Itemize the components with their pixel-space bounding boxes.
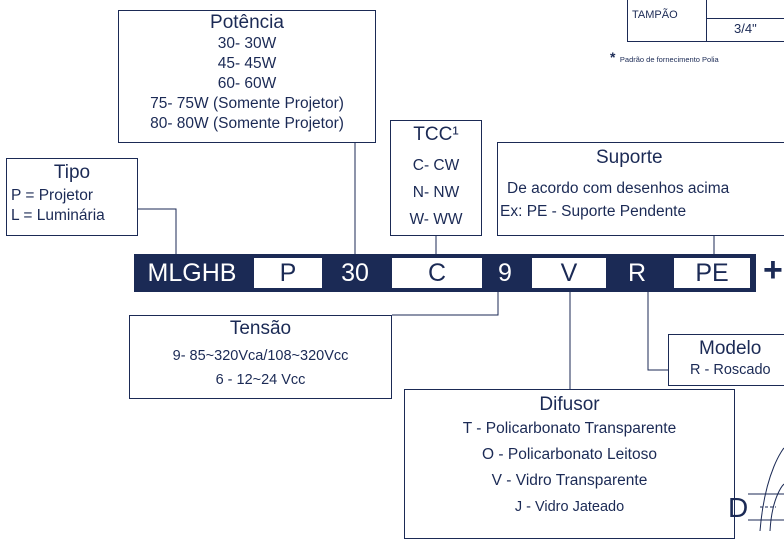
tipo-item: P = Projetor	[11, 187, 93, 204]
dimension-table-fragment: TAMPÃO 3/4"	[627, 0, 784, 42]
footnote: * Padrão de fornecimento Polia	[610, 49, 719, 67]
suporte-title: Suporte	[596, 147, 663, 168]
tensao-item: 9- 85~320Vca/108~320Vcc	[172, 348, 349, 364]
difusor-title: Difusor	[539, 394, 600, 415]
modelo-connector	[647, 292, 668, 371]
drawing-label: D	[728, 492, 749, 523]
code-segment-tensao: 9	[498, 258, 512, 287]
code-segment-tipo: P	[254, 258, 322, 288]
potencia-box: Potência 30- 30W 45- 45W 60- 60W 75- 75W…	[118, 10, 376, 143]
difusor-item: J - Vidro Jateado	[514, 499, 625, 515]
table-row-label: TAMPÃO	[632, 9, 678, 21]
potencia-title: Potência	[210, 12, 284, 33]
suporte-box: Suporte De acordo com desenhos acima Ex:…	[497, 142, 784, 236]
modelo-title: Modelo	[699, 338, 762, 359]
tcc-item: N- NW	[412, 184, 460, 201]
suporte-item: De acordo com desenhos acima	[507, 180, 730, 197]
tcc-item: C- CW	[412, 157, 460, 174]
code-segment-tcc: C	[392, 258, 482, 288]
potencia-item: 30- 30W	[217, 35, 277, 52]
difusor-item: O - Policarbonato Leitoso	[482, 446, 657, 463]
modelo-item: R - Roscado	[690, 362, 771, 378]
code-segment-difusor: V	[532, 258, 606, 288]
tipo-connector	[138, 208, 177, 254]
code-segment-series: MLGHB	[147, 258, 237, 287]
modelo-box: Modelo R - Roscado	[668, 334, 784, 386]
tensao-title: Tensão	[229, 318, 292, 339]
code-segment-potencia: 30	[341, 258, 369, 287]
potencia-item: 80- 80W (Somente Projetor)	[150, 115, 344, 132]
potencia-item: 75- 75W (Somente Projetor)	[150, 95, 344, 112]
suporte-item: Ex: PE - Suporte Pendente	[500, 203, 687, 220]
table-size-value: 3/4"	[734, 21, 757, 36]
tensao-connector	[392, 292, 499, 316]
potencia-item: 45- 45W	[217, 55, 277, 72]
drawing-outline	[759, 447, 784, 531]
tipo-box: Tipo P = Projetor L = Luminária	[6, 158, 138, 236]
tipo-item: L = Luminária	[11, 207, 105, 224]
tcc-box: TCC¹ C- CW N- NW W- WW	[390, 120, 482, 236]
plus-sign: +	[763, 251, 783, 289]
tensao-item: 6 - 12~24 Vcc	[215, 372, 306, 388]
tipo-title: Tipo	[53, 162, 91, 183]
tcc-title: TCC¹	[413, 124, 459, 145]
tcc-item: W- WW	[409, 211, 463, 228]
difusor-item: T - Policarbonato Transparente	[462, 420, 677, 437]
difusor-box: Difusor T - Policarbonato Transparente O…	[404, 389, 735, 539]
code-segment-suporte: PE	[674, 258, 750, 288]
footnote-text: Padrão de fornecimento Polia	[619, 55, 719, 64]
code-segment-modelo: R	[627, 258, 647, 287]
difusor-item: V - Vidro Transparente	[491, 472, 648, 489]
potencia-item: 60- 60W	[217, 75, 277, 92]
tensao-box: Tensão 9- 85~320Vca/108~320Vcc 6 - 12~24…	[129, 315, 392, 399]
footnote-star: *	[610, 49, 616, 65]
